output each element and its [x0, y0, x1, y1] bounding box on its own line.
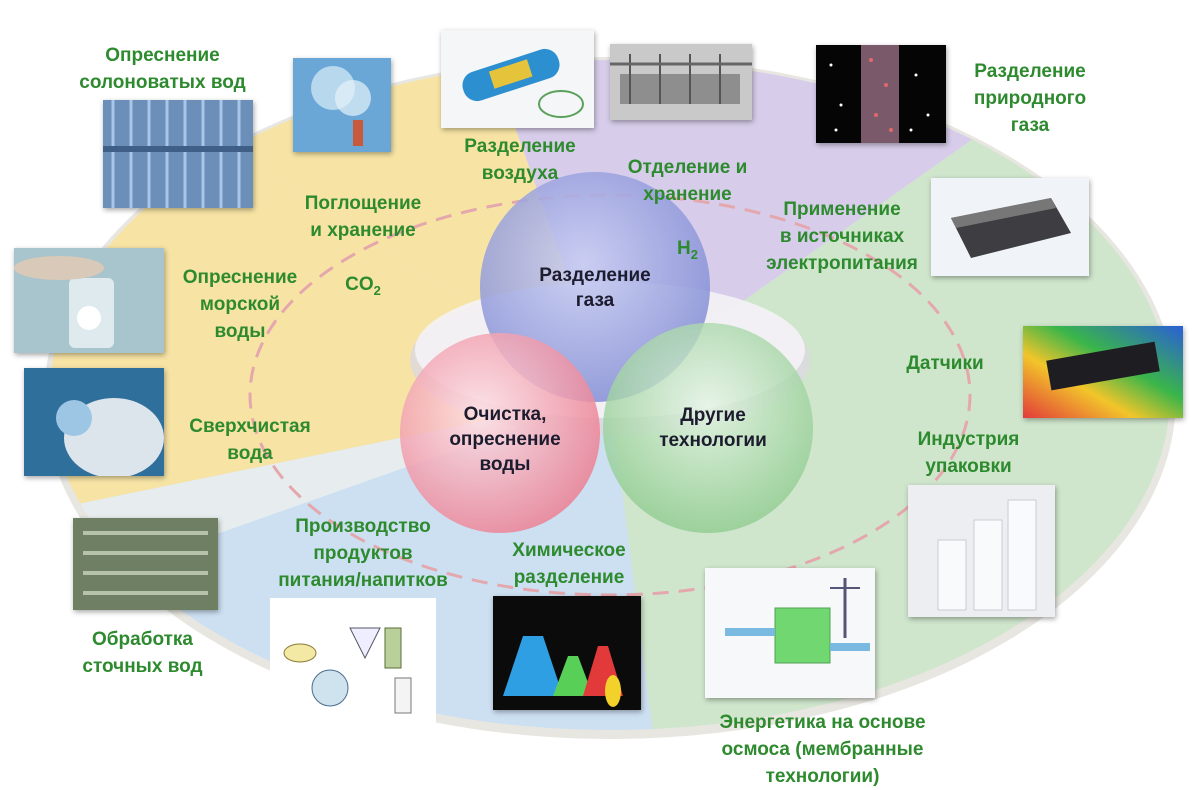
label-natural-gas: Разделение природного газа	[973, 61, 1087, 136]
h2-chem: H	[677, 238, 691, 259]
label-seawater: Опреснение морской воды	[182, 267, 298, 342]
label-air-separation: Разделение воздуха	[464, 136, 576, 184]
label-co2-text: Поглощение и хранение	[304, 193, 422, 241]
water-glass-photo	[14, 248, 164, 353]
label-power-sources: Применение в источниках электропитания	[766, 199, 918, 274]
film-rolls-photo	[908, 485, 1055, 617]
label-co2-formula: CO2	[288, 271, 438, 304]
label-h2-text: Отделение и хранение	[627, 157, 748, 205]
circle-other	[603, 323, 813, 533]
label-ultrapure-water: Сверхчистая вода	[189, 416, 311, 464]
sensor-chip-photo	[1023, 326, 1183, 418]
membrane-module-photo	[441, 30, 594, 128]
co2-smoke-photo	[293, 58, 391, 152]
treatment-plant-photo	[73, 518, 218, 610]
circle-water	[400, 333, 600, 533]
label-brackish-water: Опреснение солоноватых вод	[79, 45, 246, 93]
co2-chem: CO	[345, 274, 374, 295]
label-chemical-separation: Химическое разделение	[512, 540, 626, 588]
center-gas-label: Разделение газа	[539, 265, 651, 311]
label-h2-formula: H2	[605, 235, 770, 268]
label-wastewater: Обработка сточных вод	[82, 629, 203, 677]
dashed-ring	[248, 193, 972, 597]
co2-sub: 2	[373, 282, 381, 298]
label-food-beverages: Производство продуктов питания/напитков	[278, 516, 448, 591]
label-osmotic-energy: Энергетика на основе осмоса (мембранные …	[719, 712, 926, 787]
osmotic-plant-drawing	[705, 568, 875, 698]
h2-sub: 2	[690, 246, 698, 262]
food-lab-drawing	[270, 598, 436, 726]
gas-particles-photo	[816, 45, 946, 143]
center-water-label: Очистка, опреснение воды	[449, 404, 561, 475]
chemical-flasks-photo	[493, 596, 641, 710]
cleanroom-photo	[24, 368, 164, 476]
fuel-cell-photo	[931, 178, 1089, 276]
label-hydrogen: Отделение и хранение H2	[605, 127, 770, 295]
label-co2-capture: Поглощение и хранение CO2	[288, 163, 438, 331]
label-packaging: Индустрия упаковки	[917, 429, 1020, 477]
center-other-label: Другие технологии	[659, 405, 767, 451]
label-sensors: Датчики	[906, 353, 984, 374]
membrane-racks-photo	[103, 100, 253, 208]
hydrogen-plant-photo	[610, 44, 752, 120]
